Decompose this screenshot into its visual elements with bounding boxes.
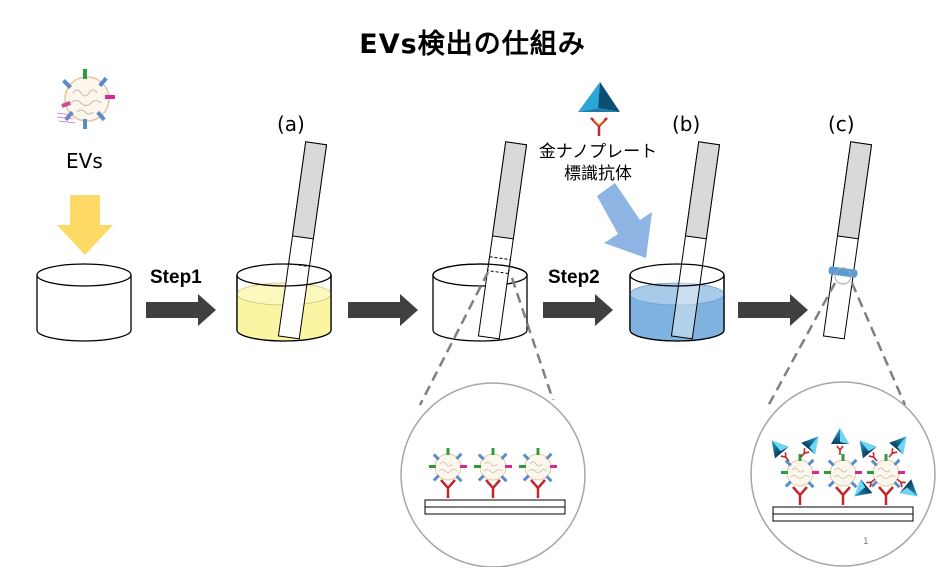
beaker-yellow-rim (236, 263, 332, 287)
zoom-line-right-1 (510, 277, 555, 401)
beaker-rinsed-rim (432, 263, 528, 276)
test-strip-a (277, 141, 328, 340)
step2-arrow (543, 294, 613, 326)
yellow-down-arrow (57, 195, 113, 255)
label-a: (a) (277, 112, 305, 136)
label-b: (b) (672, 112, 701, 136)
arrow-4 (738, 294, 808, 326)
zoom-line-left-1 (418, 271, 490, 406)
test-strip-after-step1 (477, 141, 528, 340)
antibody-label-line2: 標識抗体 (564, 164, 632, 184)
test-strip-c (822, 141, 873, 340)
zoom-circle-sandwich (750, 381, 936, 567)
nanoplate-antibody-icon (578, 82, 620, 136)
page-number: 1 (863, 537, 869, 547)
test-strip-b (670, 141, 721, 340)
evs-label: EVs (66, 149, 103, 173)
arrow-2 (348, 294, 418, 326)
ev-particle (56, 68, 116, 130)
zoom-circle-captured-evs (400, 382, 586, 568)
beaker-blue-rim (629, 263, 725, 287)
step1-label: Step1 (150, 267, 202, 288)
page-title: EVs検出の仕組み (359, 29, 586, 60)
zoom-line-left-2 (765, 282, 837, 409)
zoom-line-right-2 (850, 282, 907, 406)
detection-band-highlight (834, 267, 852, 285)
step1-arrow (146, 294, 216, 326)
step2-label: Step2 (548, 267, 600, 288)
antibody-label-line1: 金ナノプレート (538, 142, 658, 162)
blue-diagonal-arrow (597, 183, 652, 258)
label-c: (c) (828, 112, 855, 136)
beaker-empty (36, 263, 132, 342)
antibody-label: 金ナノプレート 標識抗体 (528, 141, 668, 185)
